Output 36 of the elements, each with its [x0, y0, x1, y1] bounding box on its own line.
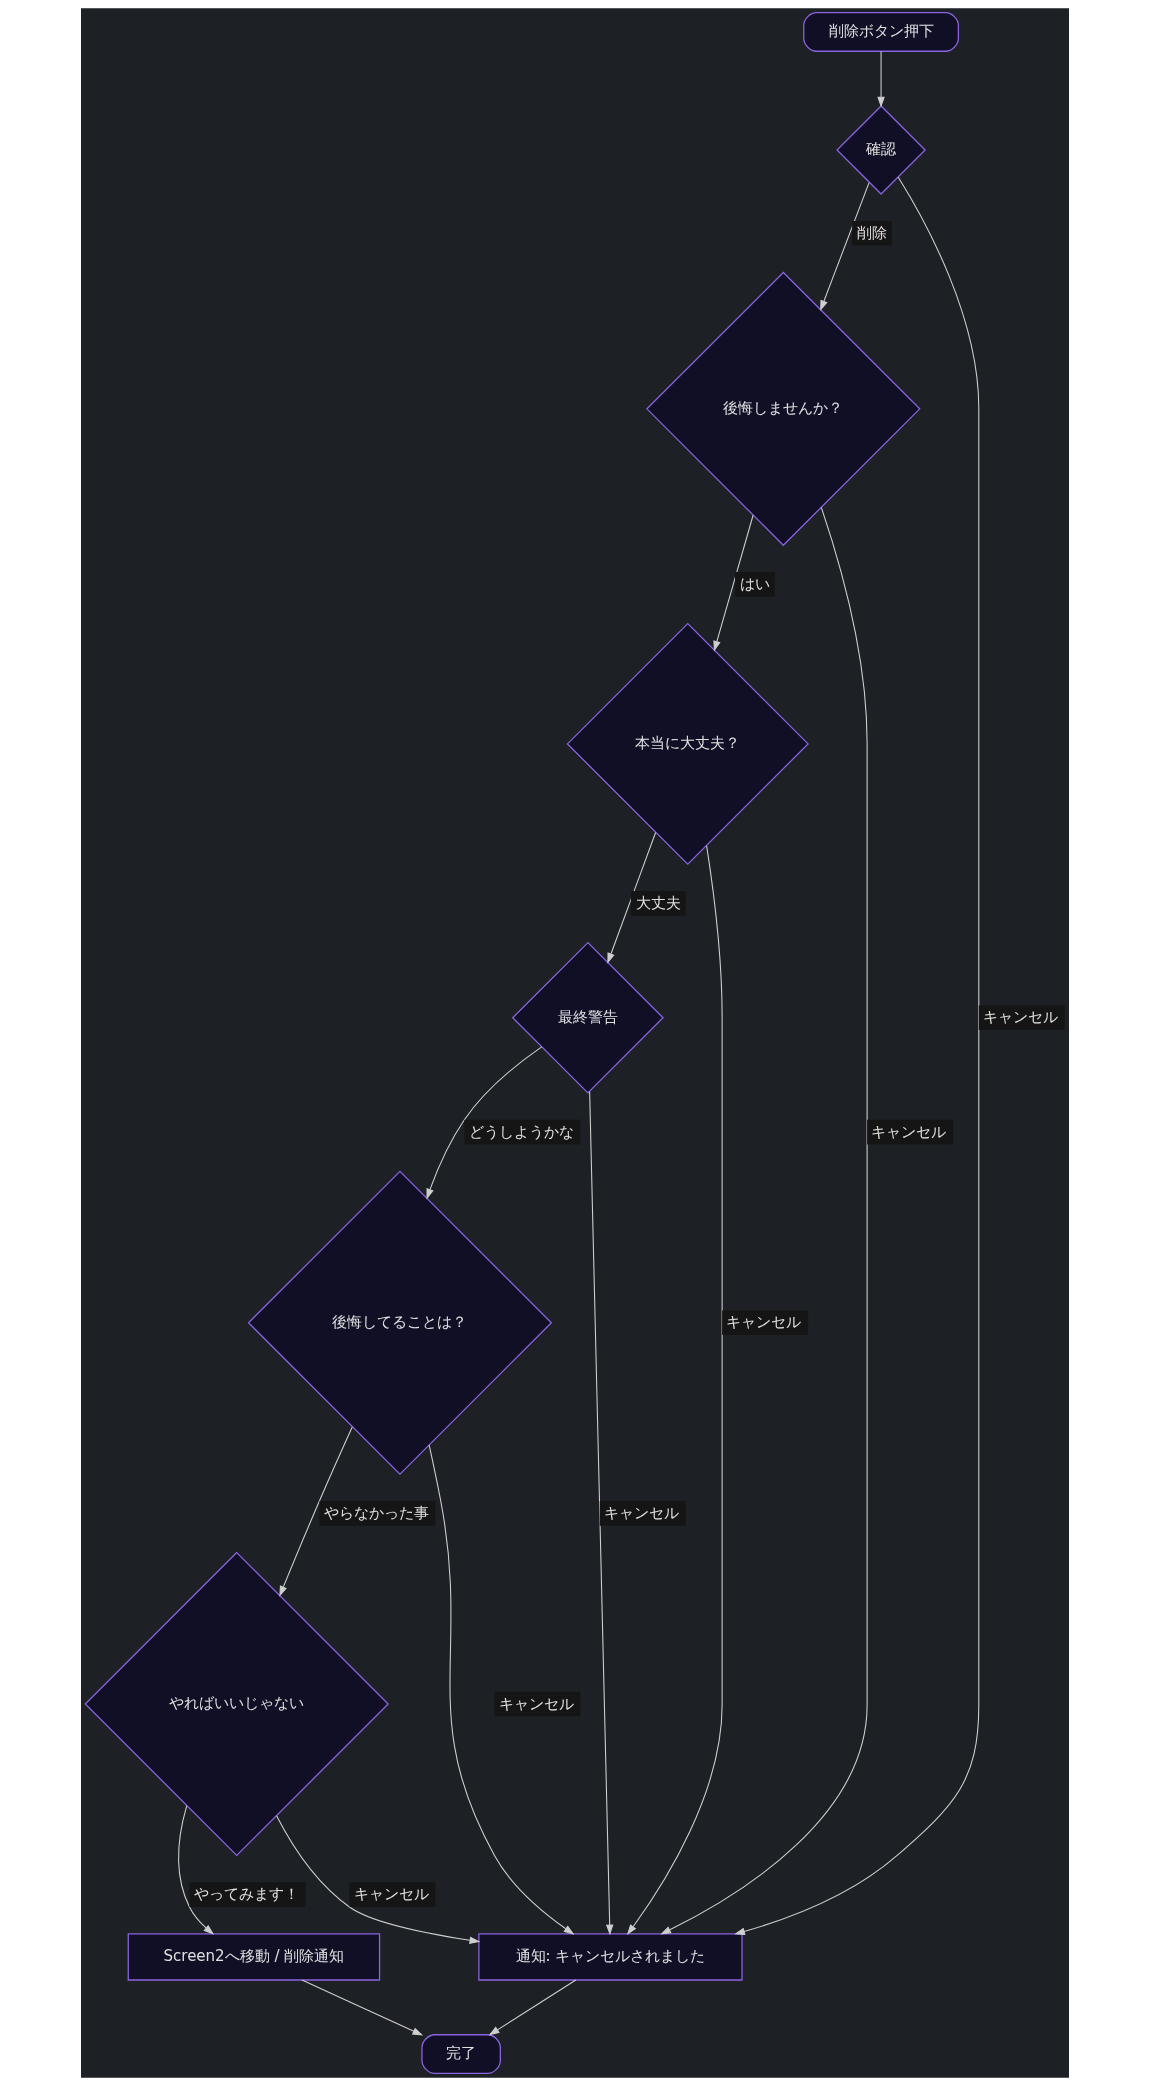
arrow — [177, 1805, 214, 1935]
edge-label: キャンセル — [498, 1694, 574, 1713]
node-box: 通知: キャンセルされました — [477, 1933, 743, 1981]
edge-label: やらなかった事 — [323, 1503, 429, 1522]
arrow — [819, 182, 870, 312]
arrow — [428, 1444, 574, 1935]
edge-label: やってみます！ — [193, 1885, 299, 1904]
node-box: 削除ボタン押下 — [802, 11, 959, 52]
edge-label: キャンセル — [725, 1313, 801, 1332]
node-diamond: 後悔してることは？ — [247, 1170, 552, 1476]
node-box: Screen2へ移動 / 削除通知 — [127, 1933, 380, 1981]
arrow — [712, 514, 754, 652]
arrow — [876, 51, 885, 108]
edge-label: キャンセル — [603, 1503, 679, 1522]
node-diamond: やればいいじゃない — [83, 1551, 389, 1857]
node-diamond: 後悔しませんか？ — [645, 271, 921, 547]
arrow — [275, 1815, 480, 1944]
node-box: 完了 — [420, 2034, 501, 2075]
arrow — [426, 1046, 542, 1200]
arrow — [488, 1979, 576, 2036]
edge-label: どうしようかな — [468, 1122, 574, 1141]
arrow — [626, 845, 723, 1936]
arrow — [300, 1979, 423, 2036]
node-diamond: 最終警告 — [511, 941, 664, 1094]
node-diamond: 確認 — [835, 105, 926, 195]
edge-label: 大丈夫 — [635, 893, 681, 912]
arrow — [659, 506, 868, 1935]
arrow — [278, 1426, 353, 1597]
arrow — [606, 831, 656, 964]
edge-label: キャンセル — [353, 1885, 429, 1904]
node-diamond: 本当に大丈夫？ — [566, 622, 809, 866]
arrow — [588, 1091, 613, 1936]
edge-label: 削除 — [856, 223, 887, 242]
edge-label: はい — [739, 574, 770, 593]
edge-label: キャンセル — [982, 1008, 1058, 1027]
edge-label: キャンセル — [870, 1122, 946, 1141]
